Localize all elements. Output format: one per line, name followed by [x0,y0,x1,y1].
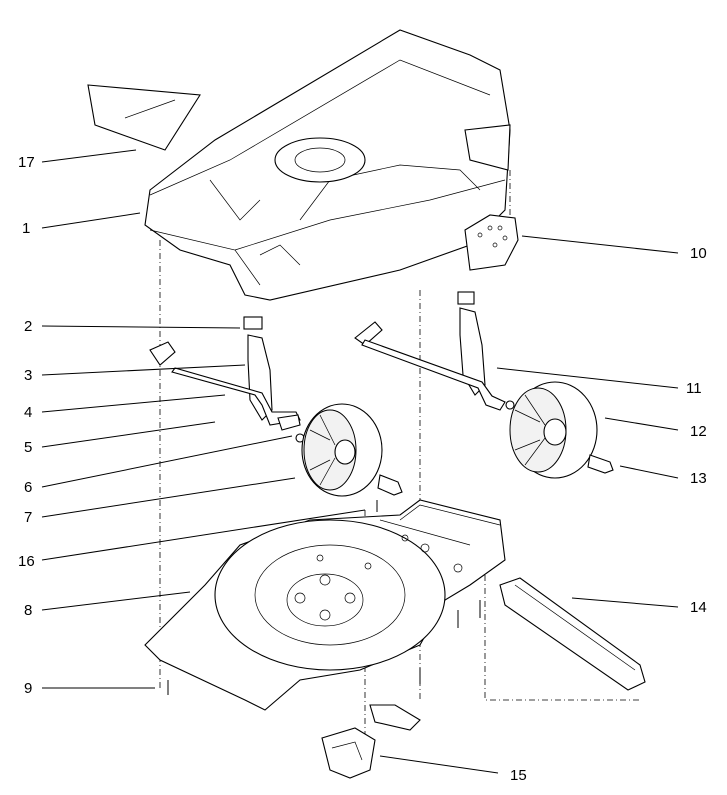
housing-part-1 [144,29,511,301]
callout-11: 11 [686,380,702,397]
screws-parts-9-16 [167,500,481,695]
leader-lines [41,149,679,774]
callout-9: 9 [24,680,32,697]
callout-10: 10 [690,245,707,262]
callout-12: 12 [690,423,707,440]
callout-2: 2 [24,318,32,335]
right-axle-assembly-part-11 [354,291,515,411]
right-wheel-bolt-part-13 [587,454,614,474]
callout-7: 7 [24,509,32,526]
callout-4: 4 [24,404,32,421]
callout-14: 14 [690,599,707,616]
left-wheel-bolt-part-7 [377,474,403,496]
rear-baffle-part-14 [499,577,646,691]
callout-1: 1 [22,220,30,237]
callout-13: 13 [690,470,707,487]
right-wheel-part-12 [509,381,598,479]
callout-labels: 17 1 2 3 4 5 6 7 16 8 9 10 11 12 13 14 1… [18,154,707,784]
deck-part-8 [144,499,506,711]
callout-8: 8 [24,602,32,619]
left-axle-assembly [149,316,305,443]
callout-3: 3 [24,367,32,384]
height-plate-part-10 [464,214,519,271]
callout-5: 5 [24,439,32,456]
callout-17: 17 [18,154,35,171]
left-wheel-part-6 [301,403,383,497]
callout-15: 15 [510,767,527,784]
discharge-chute-part-15 [321,704,421,779]
callout-6: 6 [24,479,32,496]
callout-16: 16 [18,553,35,570]
decal-part-17 [87,84,201,151]
